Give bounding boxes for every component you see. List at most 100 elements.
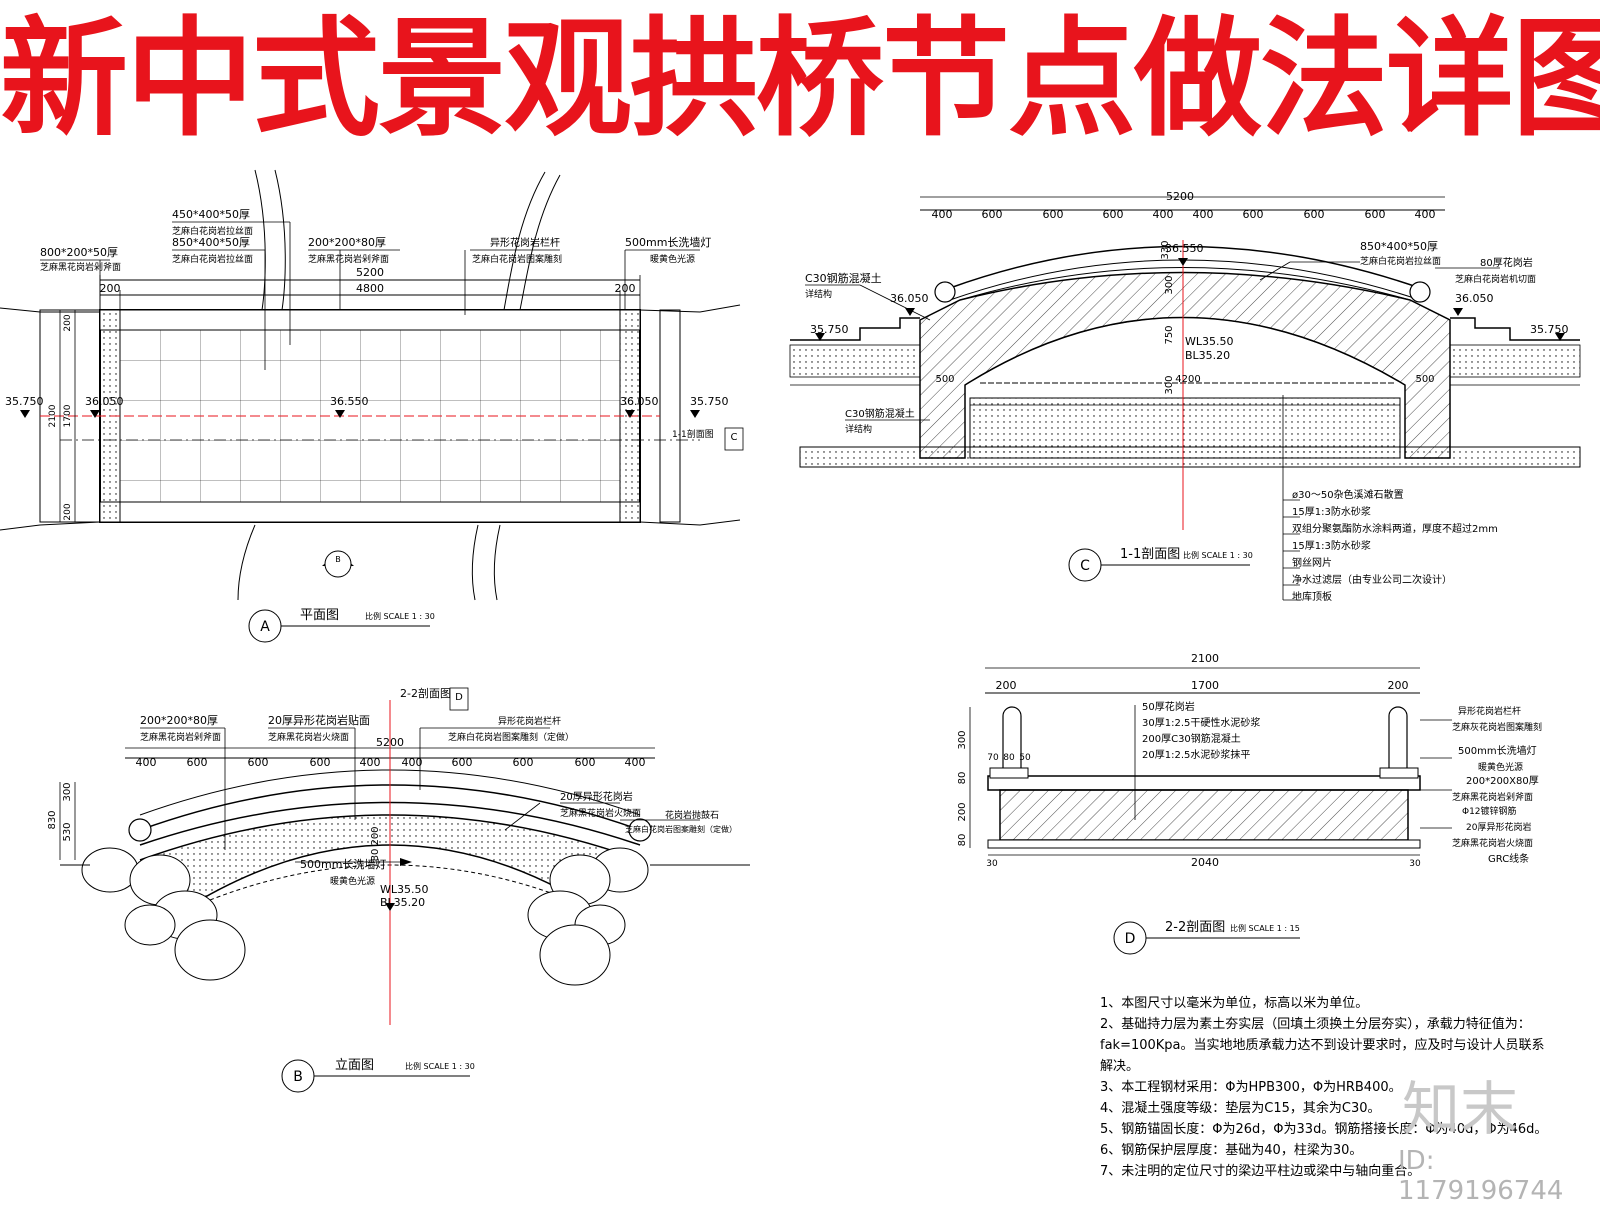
s11-bottom: BL35.20 <box>1185 349 1230 362</box>
s11-dim-4: 400 <box>1153 208 1174 221</box>
plan-label-6-line1: 500mm长洗墙灯 <box>625 235 711 249</box>
s22-center-label-3: 20厚1:2.5水泥砂浆抹平 <box>1142 748 1250 761</box>
elev-label-3-line1: 异形花岗岩栏杆 <box>498 715 561 727</box>
elev-dim-1: 600 <box>187 756 208 769</box>
s11-left-label-2-line1: C30钢筋混凝土 <box>845 407 915 420</box>
elev-vdim-0: 300 <box>62 782 73 801</box>
elev-dim-0: 400 <box>136 756 157 769</box>
plan-elev-right: 36.050 <box>620 395 659 408</box>
elev-dim-5: 400 <box>402 756 423 769</box>
elev-right-label-1-line2: 芝麻黑花岗岩火烧面 <box>560 807 641 819</box>
s11-inner-dim-left: 500 <box>935 374 954 385</box>
s22-small-right: 30 <box>1409 859 1421 869</box>
s22-dim-2: 200 <box>1388 679 1409 692</box>
plan-elevation-markers: 35.750 36.050 36.550 36.050 35.750 <box>5 395 729 418</box>
plan-caption-code: A <box>260 619 270 635</box>
plan-dim-left: 200 <box>100 282 121 295</box>
plan-side-dim-mid: 1700 <box>63 404 73 427</box>
s11-left-label-2-line2: 详结构 <box>845 423 872 435</box>
design-notes: 1、本图尺寸以毫米为单位，标高以米为单位。 2、基础持力层为素土夯实层（回填土须… <box>1100 993 1590 1182</box>
s11-elev-right: 36.050 <box>1455 292 1494 305</box>
s11-dim-total: 5200 <box>1166 190 1194 203</box>
s22-vdim-3: 80 <box>957 834 968 847</box>
plan-section-mark: C <box>731 432 738 443</box>
elev-right-label-2-line2: 芝麻白花岗岩图案雕刻（定做） <box>625 824 737 834</box>
plan-dim-mid: 4800 <box>356 282 384 295</box>
s11-left-label-1-line1: C30钢筋混凝土 <box>805 271 882 285</box>
s22-vdim-2: 200 <box>957 802 968 821</box>
elev-lamp-line2: 暖黄色光源 <box>330 875 375 887</box>
s22-caption-scale: 比例 SCALE 1 : 15 <box>1230 923 1300 933</box>
s11-layer-4: 钢丝网片 <box>1292 556 1332 569</box>
brand-watermark: 知末 <box>1402 1075 1519 1143</box>
plan-label-1-line2: 芝麻黑花岗岩剁斧面 <box>40 261 121 273</box>
plan-label-1-line1: 800*200*50厚 <box>40 246 118 259</box>
plan-side-dim-top: 200 <box>63 314 73 331</box>
plan-caption-scale: 比例 SCALE 1 : 30 <box>365 611 435 621</box>
s22-right-label-5: 芝麻黑花岗岩剁斧面 <box>1452 791 1533 803</box>
s11-right-label-2-line2: 芝麻白花岗岩机切面 <box>1455 273 1536 285</box>
s11-caption-name: 1-1剖面图 <box>1120 547 1180 562</box>
elev-lamp-line1: 500mm长洗墙灯 <box>300 857 386 871</box>
s22-dim-bottom: 2040 <box>1191 856 1219 869</box>
note-line: 6、钢筋保护层厚度：基础为40，柱梁为30。 <box>1100 1143 1363 1158</box>
elev-label-1-line1: 200*200*80厚 <box>140 714 218 727</box>
s11-dim-3: 600 <box>1103 208 1124 221</box>
drawing-title: 新中式景观拱桥节点做法详图 <box>0 5 1600 154</box>
plan-elev-far-right: 35.750 <box>690 395 729 408</box>
s22-center-label-2: 200厚C30钢筋混凝土 <box>1142 732 1241 745</box>
s11-elev-far-left: 35.750 <box>810 323 849 336</box>
s11-left-label-1-line2: 详结构 <box>805 288 832 300</box>
plan-label-5-line2: 芝麻白花岗岩图案雕刻 <box>472 253 562 265</box>
s11-dim-1: 600 <box>982 208 1003 221</box>
plan-label-3-line2: 芝麻白花岗岩拉丝面 <box>172 253 253 265</box>
s22-right-label-4: 200*200X80厚 <box>1466 775 1539 787</box>
note-line: 2、基础持力层为素土夯实层（回填土须换土分层夯实），承载力特征值为： <box>1100 1017 1531 1032</box>
s22-right-label-1: 芝麻灰花岗岩图案雕刻 <box>1452 721 1542 733</box>
s11-dim-6: 600 <box>1243 208 1264 221</box>
note-line: 3、本工程钢材采用：Φ为HPB300，Φ为HRB400。 <box>1100 1080 1402 1095</box>
s22-vdim-1: 80 <box>957 772 968 785</box>
plan-section-ref: 1-1剖面图 <box>672 428 714 440</box>
elevation-view: 2-2剖面图 D 200*200*80厚 芝麻黑花岗岩剁斧面 20厚异形花岗岩贴… <box>47 686 750 1093</box>
s11-elev-left: 36.050 <box>890 292 929 305</box>
elev-dim-4: 400 <box>360 756 381 769</box>
elev-caption-code: B <box>293 1069 303 1085</box>
s22-top-small-1: 80 <box>1003 753 1015 763</box>
plan-dim-total: 5200 <box>356 266 384 279</box>
s22-small-left: 30 <box>986 859 998 869</box>
elev-label-1-line2: 芝麻黑花岗岩剁斧面 <box>140 731 221 743</box>
plan-caption-name: 平面图 <box>300 608 339 623</box>
note-line: 4、混凝土强度等级：垫层为C15，其余为C30。 <box>1100 1101 1381 1116</box>
elev-dim-2: 600 <box>248 756 269 769</box>
s22-right-label-9: GRC线条 <box>1488 852 1529 865</box>
s22-dim-total: 2100 <box>1191 652 1219 665</box>
elev-dim-6: 600 <box>452 756 473 769</box>
elev-caption-name: 立面图 <box>335 1058 374 1073</box>
elev-bottom: BL35.20 <box>380 896 425 909</box>
s11-vdim-3: 300 <box>1164 375 1175 394</box>
s11-vdim-0: 330 <box>1160 240 1171 259</box>
elev-center-dim-0: 200 <box>370 826 381 845</box>
elev-section-mark: D <box>455 692 463 703</box>
s22-right-label-6: Φ12镀锌钢筋 <box>1462 805 1517 817</box>
elev-label-3-line2: 芝麻白花岗岩图案雕刻（定做） <box>448 731 574 743</box>
plan-label-6-line2: 暖黄色光源 <box>650 253 695 265</box>
elev-vdim-1: 530 <box>62 822 73 841</box>
elev-water: WL35.50 <box>380 883 429 896</box>
s11-vdim-2: 750 <box>1164 325 1175 344</box>
s11-layer-1: 15厚1:3防水砂浆 <box>1292 505 1371 518</box>
s11-inner-dim-right: 500 <box>1415 374 1434 385</box>
elev-label-2-line2: 芝麻黑花岗岩火烧面 <box>268 731 349 743</box>
s11-dim-2: 600 <box>1043 208 1064 221</box>
note-line: fak=100Kpa。当实地地质承载力达不到设计要求时，应及时与设计人员联系 <box>1100 1038 1545 1053</box>
s11-dim-0: 400 <box>932 208 953 221</box>
note-line: 解决。 <box>1100 1059 1140 1074</box>
elev-dim-8: 600 <box>575 756 596 769</box>
plan-label-2-line2: 芝麻白花岗岩拉丝面 <box>172 225 253 237</box>
s11-right-label-1-line1: 850*400*50厚 <box>1360 240 1438 253</box>
s11-dim-5: 400 <box>1193 208 1214 221</box>
elev-right-label-2-line1: 花岗岩抛鼓石 <box>665 809 719 821</box>
plan-elev-center: 36.550 <box>330 395 369 408</box>
